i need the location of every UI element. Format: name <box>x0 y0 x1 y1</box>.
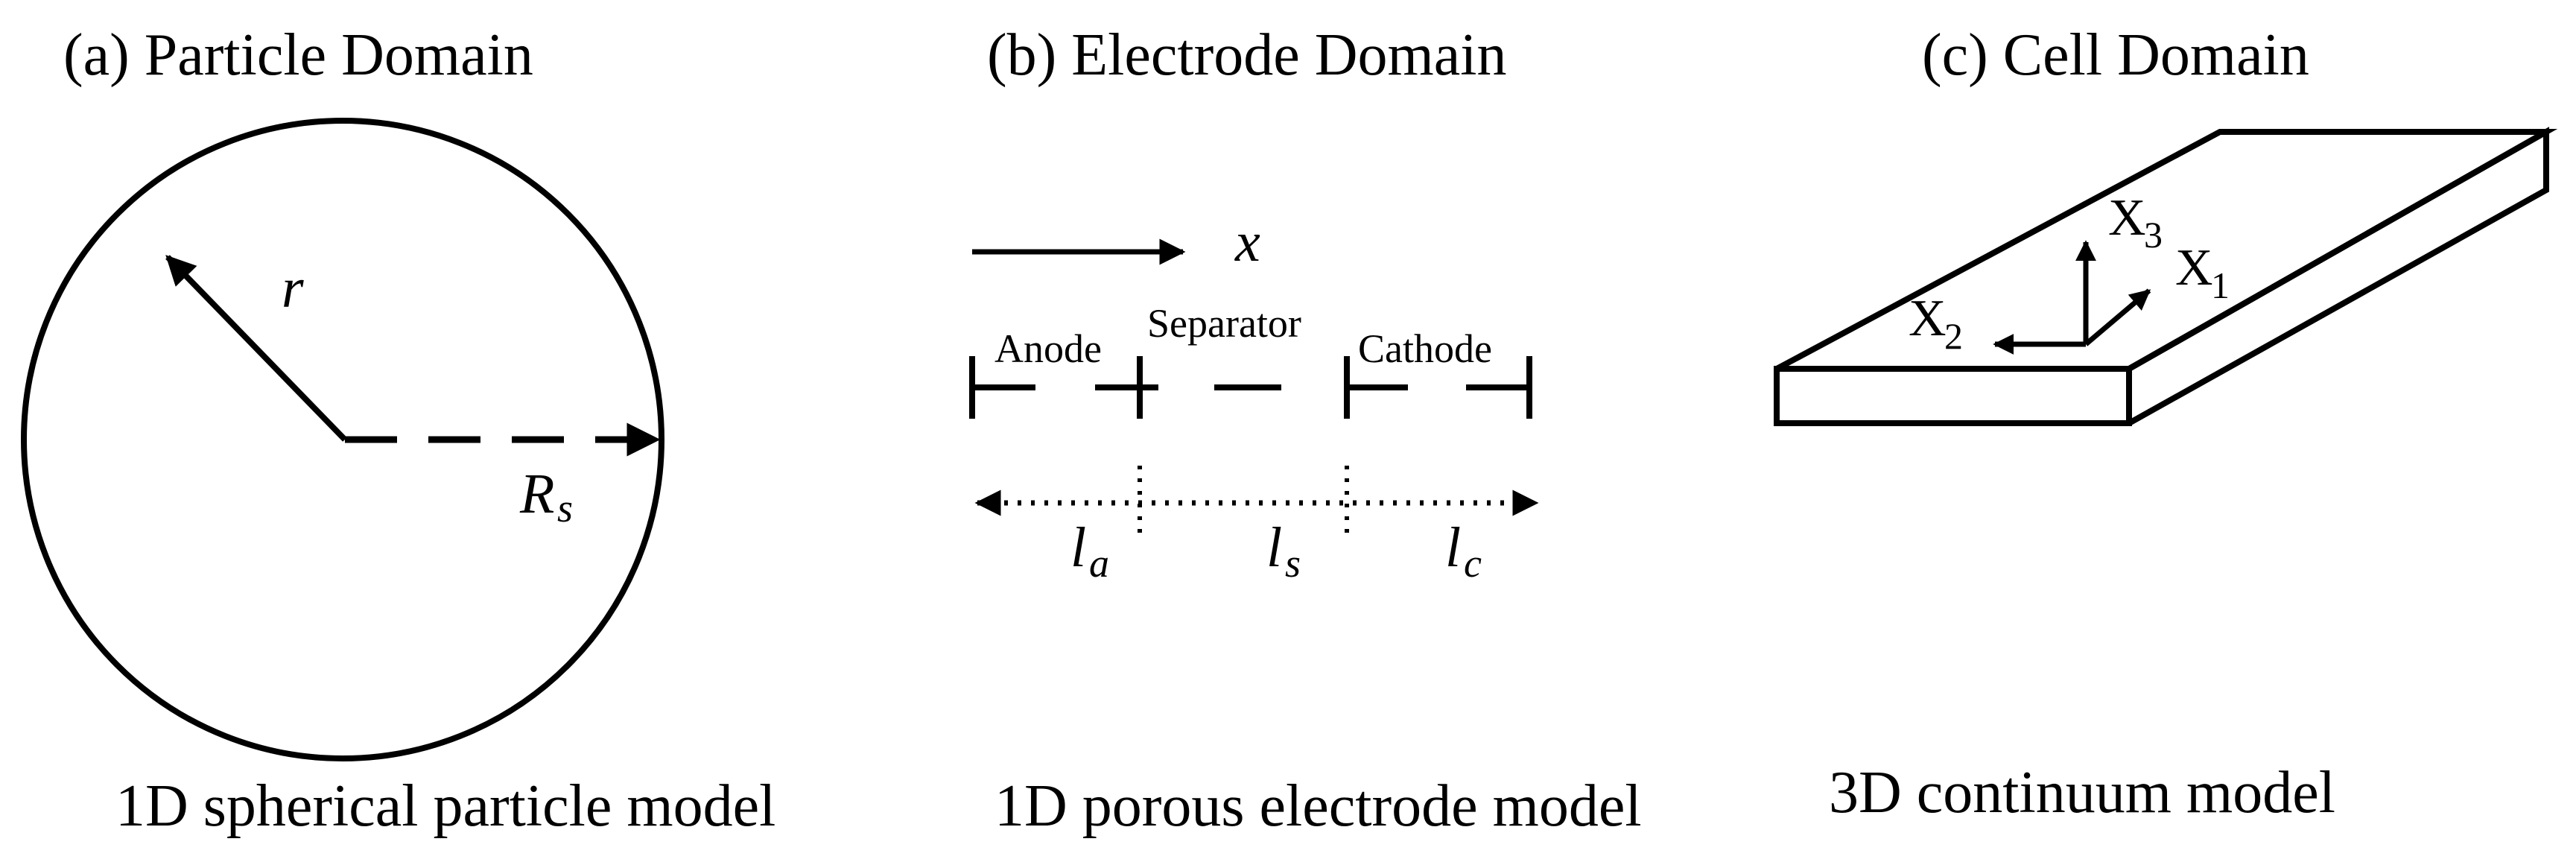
cell-panel: (c) Cell Domain X 3 X 1 X 2 3D continuum… <box>1774 22 2558 826</box>
anode-length-sub: a <box>1089 541 1109 586</box>
electrode-panel-caption: 1D porous electrode model <box>994 773 1642 839</box>
radius-variable-label: r <box>282 257 304 320</box>
electrode-dashed-line <box>969 356 1532 419</box>
particle-panel-caption: 1D spherical particle model <box>115 773 775 839</box>
particle-circle <box>21 118 664 761</box>
radius-arrow <box>165 255 347 442</box>
electrode-panel: (b) Electrode Domain x Anode Separator C… <box>969 22 1642 839</box>
cathode-length-sub: c <box>1464 541 1482 586</box>
x1-axis-label: X 1 <box>2175 239 2230 306</box>
x-axis-label: x <box>1234 211 1260 273</box>
x3-label-main: X <box>2108 189 2146 247</box>
separator-length-sub: s <box>1285 541 1301 586</box>
particle-radius-label-main: R <box>519 463 554 525</box>
cell-front-face <box>1774 366 2132 426</box>
separator-length-main: l <box>1266 516 1282 579</box>
cell-axes <box>1993 240 2151 355</box>
cathode-label: Cathode <box>1358 326 1492 371</box>
x2-axis-label: X 2 <box>1909 290 1963 357</box>
cathode-length-label: l c <box>1445 516 1482 586</box>
cell-panel-caption: 3D continuum model <box>1829 760 2335 826</box>
separator-label: Separator <box>1147 301 1301 346</box>
cathode-length-main: l <box>1445 516 1461 579</box>
x2-label-sub: 2 <box>1944 315 1963 357</box>
x3-label-sub: 3 <box>2144 214 2163 256</box>
cell-slab <box>1774 127 2558 426</box>
x1-axis-arrow <box>2084 288 2151 346</box>
x1-label-main: X <box>2175 239 2213 297</box>
anode-label: Anode <box>994 326 1102 371</box>
particle-radius-label-sub: s <box>557 486 573 530</box>
anode-length-main: l <box>1070 516 1086 579</box>
particle-panel-title: (a) Particle Domain <box>63 22 533 88</box>
separator-length-label: l s <box>1266 516 1301 586</box>
particle-panel: (a) Particle Domain r R s 1D spherical p… <box>21 22 775 839</box>
particle-radius-label: R s <box>519 463 573 530</box>
cell-side-face <box>2128 127 2549 426</box>
x3-axis-label: X 3 <box>2108 189 2163 256</box>
cell-panel-title: (c) Cell Domain <box>1922 22 2309 88</box>
anode-length-label: l a <box>1070 516 1109 586</box>
x1-label-sub: 1 <box>2211 264 2230 306</box>
x2-label-main: X <box>1909 290 1947 347</box>
electrode-panel-title: (b) Electrode Domain <box>987 22 1507 88</box>
